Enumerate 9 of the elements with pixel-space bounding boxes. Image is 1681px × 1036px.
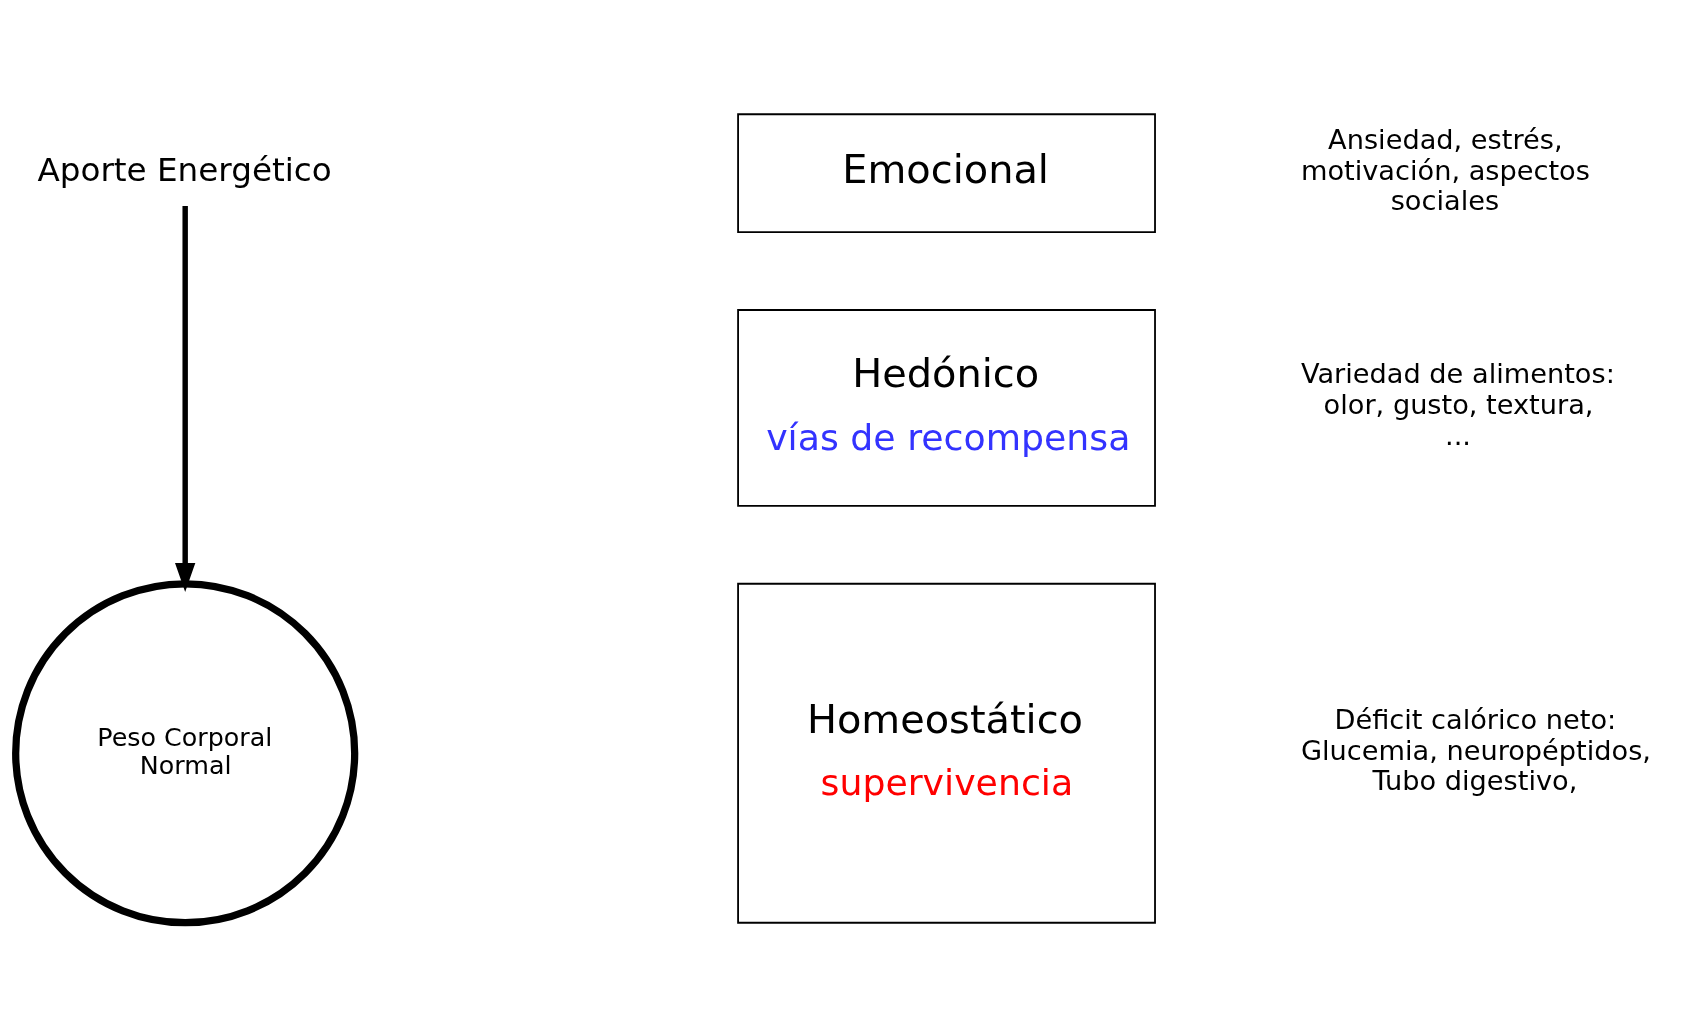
label: Variedad de alimentos: olor, gusto, textura, ... xyxy=(1300,357,1615,451)
node-box: Hedónico vías de recompensa xyxy=(737,308,1156,507)
node-circle: Peso Corporal Normal xyxy=(12,579,359,926)
node-box: Emocional xyxy=(737,112,1156,233)
node-box: Homeostático supervivencia xyxy=(737,582,1156,924)
label: Ansiedad, estrés, motivación, aspectos sociales xyxy=(1300,123,1590,216)
label: Déficit calórico neto: Glucemia, neuropéptidos, Tubo digestivo, xyxy=(1300,703,1652,796)
node-text: Aporte Energético xyxy=(37,150,332,189)
arrow xyxy=(175,205,196,592)
